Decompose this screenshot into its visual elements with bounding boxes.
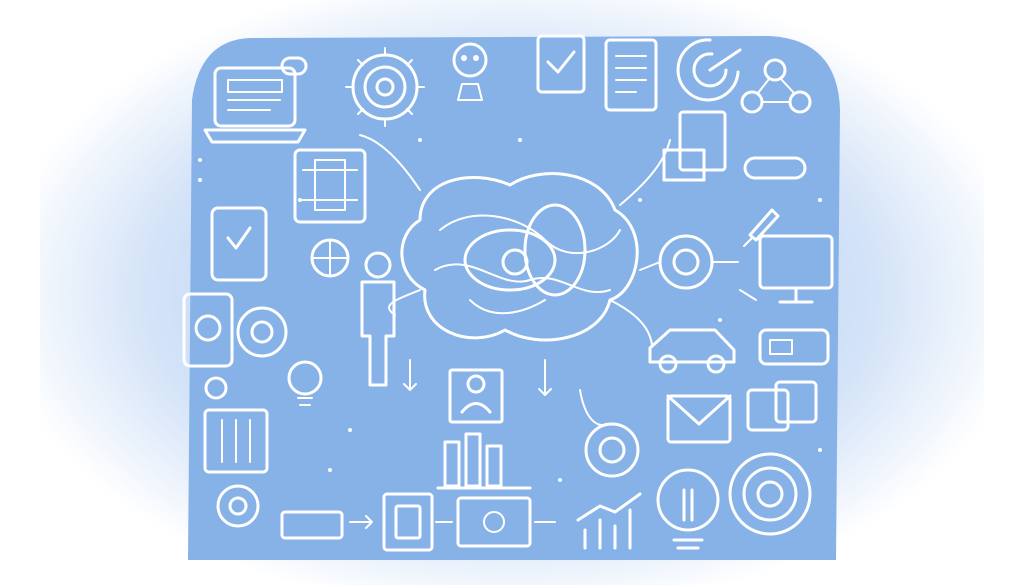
illustration-panel <box>188 36 840 560</box>
network-icon <box>740 58 812 114</box>
toggle-icon <box>280 510 344 540</box>
lightbulb-icon <box>656 468 720 550</box>
document-icon <box>662 110 727 182</box>
target-icon <box>676 38 742 102</box>
tablet-icon <box>210 206 268 282</box>
vinyl-record-icon <box>728 452 812 536</box>
lightbulb-icon <box>287 360 323 406</box>
robot-icon <box>452 42 488 101</box>
server-rack-icon <box>746 380 818 432</box>
compass-icon <box>310 238 350 278</box>
toggle-icon <box>743 156 807 180</box>
gear-icon <box>345 47 425 127</box>
monitor-icon <box>456 496 532 548</box>
gear-icon <box>236 306 288 358</box>
gear-icon <box>584 422 640 478</box>
bar-chart-icon <box>576 492 642 550</box>
phone-icon <box>182 292 234 368</box>
bar-chart-icon <box>436 432 532 490</box>
clipboard-icon <box>536 34 586 94</box>
document-icon <box>604 38 658 112</box>
portrait-icon <box>448 368 504 424</box>
rocket-icon <box>743 208 780 247</box>
document-icon <box>203 408 269 474</box>
toggle-icon <box>280 56 308 76</box>
document-icon <box>382 492 434 552</box>
decorative-dots <box>198 138 822 482</box>
toggle-icon <box>758 328 830 366</box>
server-rack-icon <box>293 148 367 224</box>
laptop-icon <box>203 66 307 144</box>
monitor-icon <box>758 234 834 304</box>
envelope-icon <box>666 394 732 444</box>
car-icon <box>648 328 736 374</box>
gear-icon <box>216 484 260 528</box>
arrow-icon <box>349 134 757 529</box>
gear-icon <box>204 376 228 400</box>
person-icon <box>360 251 396 387</box>
